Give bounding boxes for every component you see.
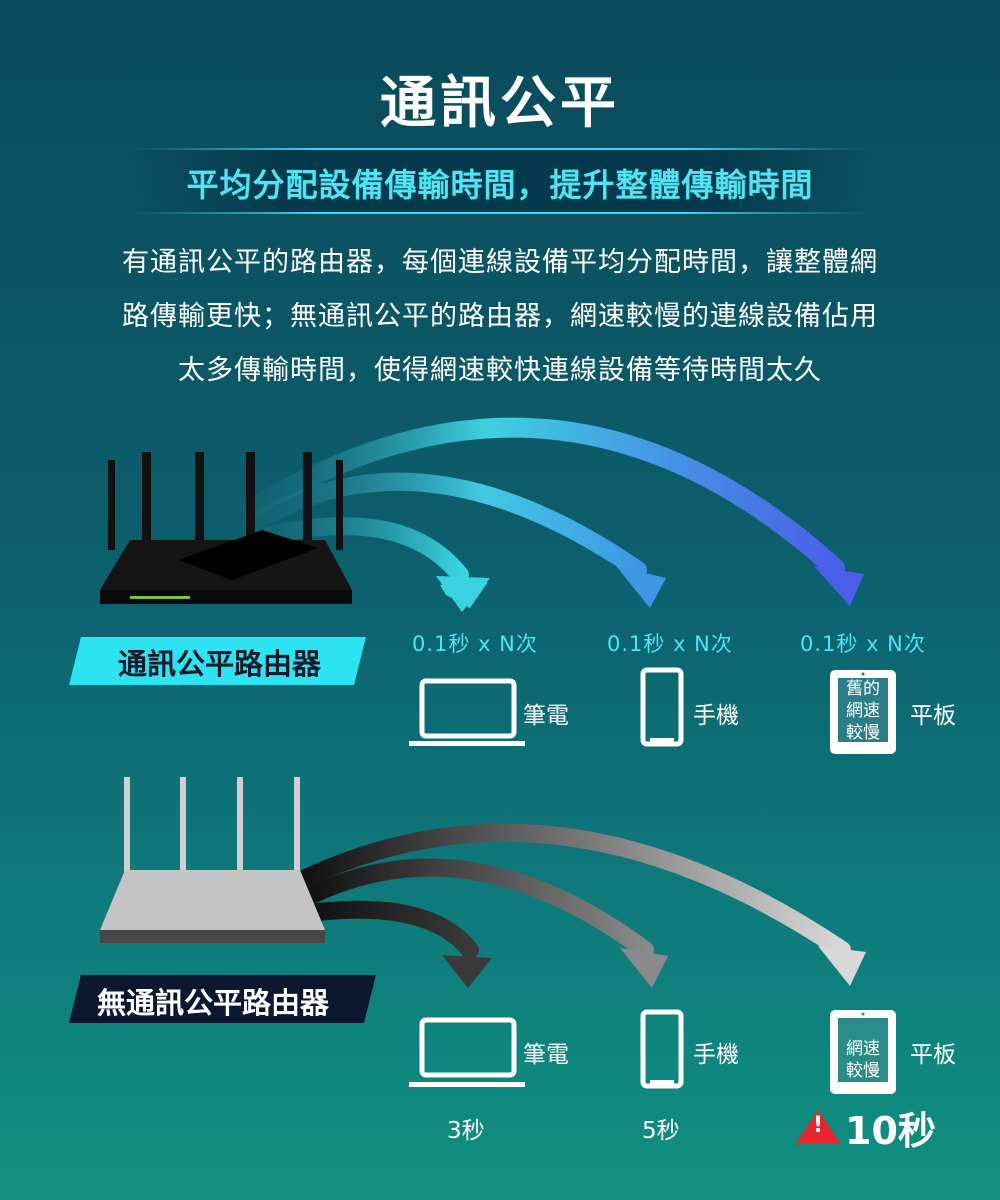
page-subtitle: 平均分配設備傳輸時間，提升整體傳輸時間: [186, 166, 814, 204]
fair-phone-rate: 0.1秒 x N次: [607, 632, 733, 656]
unfair-tablet-label: 平板: [910, 1042, 956, 1068]
phone-icon: [640, 1009, 684, 1089]
fair-tablet-rate: 0.1秒 x N次: [800, 632, 926, 656]
description-line: 路傳輸更快；無通訊公平的路由器，網速較慢的連線設備佔用: [122, 301, 878, 332]
description-line: 有通訊公平的路由器，每個連線設備平均分配時間，讓整體網: [122, 247, 878, 278]
unfair-phone-label: 手機: [693, 1042, 739, 1068]
description-line: 太多傳輸時間，使得網速較快連線設備等待時間太久: [178, 355, 822, 386]
router-icon: [100, 452, 352, 604]
fair-tablet-screen-text: 舊的 網速 較慢: [846, 679, 880, 743]
unfair-laptop-label: 筆電: [523, 1042, 569, 1068]
unfair-tablet-time: 10秒: [845, 1109, 936, 1153]
laptop-icon: [409, 678, 525, 746]
unfair-tablet-screen-text: 網速 較慢: [846, 1039, 880, 1081]
router-icon: [100, 777, 325, 943]
fair-laptop-label: 筆電: [523, 703, 569, 729]
page-title: 通訊公平: [380, 71, 620, 136]
tablet-icon: [830, 1010, 896, 1094]
unfair-phone-time: 5秒: [642, 1118, 680, 1144]
arrow-icon: [303, 858, 668, 988]
arrow-icon: [297, 823, 866, 986]
warning-icon: [796, 1110, 840, 1143]
description: 有通訊公平的路由器，每個連線設備平均分配時間，讓整體網 路傳輸更快；無通訊公平的…: [70, 236, 930, 398]
unfair-laptop-time: 3秒: [447, 1118, 485, 1144]
subtitle-band: [130, 148, 870, 214]
unfair-router-label: 無通訊公平路由器: [97, 986, 330, 1020]
fair-laptop-rate: 0.1秒 x N次: [412, 632, 538, 656]
laptop-icon: [409, 1017, 525, 1087]
arrow-icon: [241, 472, 666, 608]
arrow-icon: [309, 900, 492, 988]
tablet-icon: [830, 670, 896, 754]
fair-tablet-label: 平板: [910, 703, 956, 729]
arrow-icon: [241, 517, 490, 612]
warning-mark: !: [812, 1113, 824, 1138]
fair-router-label: 通訊公平路由器: [118, 647, 322, 681]
phone-icon: [640, 667, 684, 747]
fair-phone-label: 手機: [693, 703, 739, 729]
